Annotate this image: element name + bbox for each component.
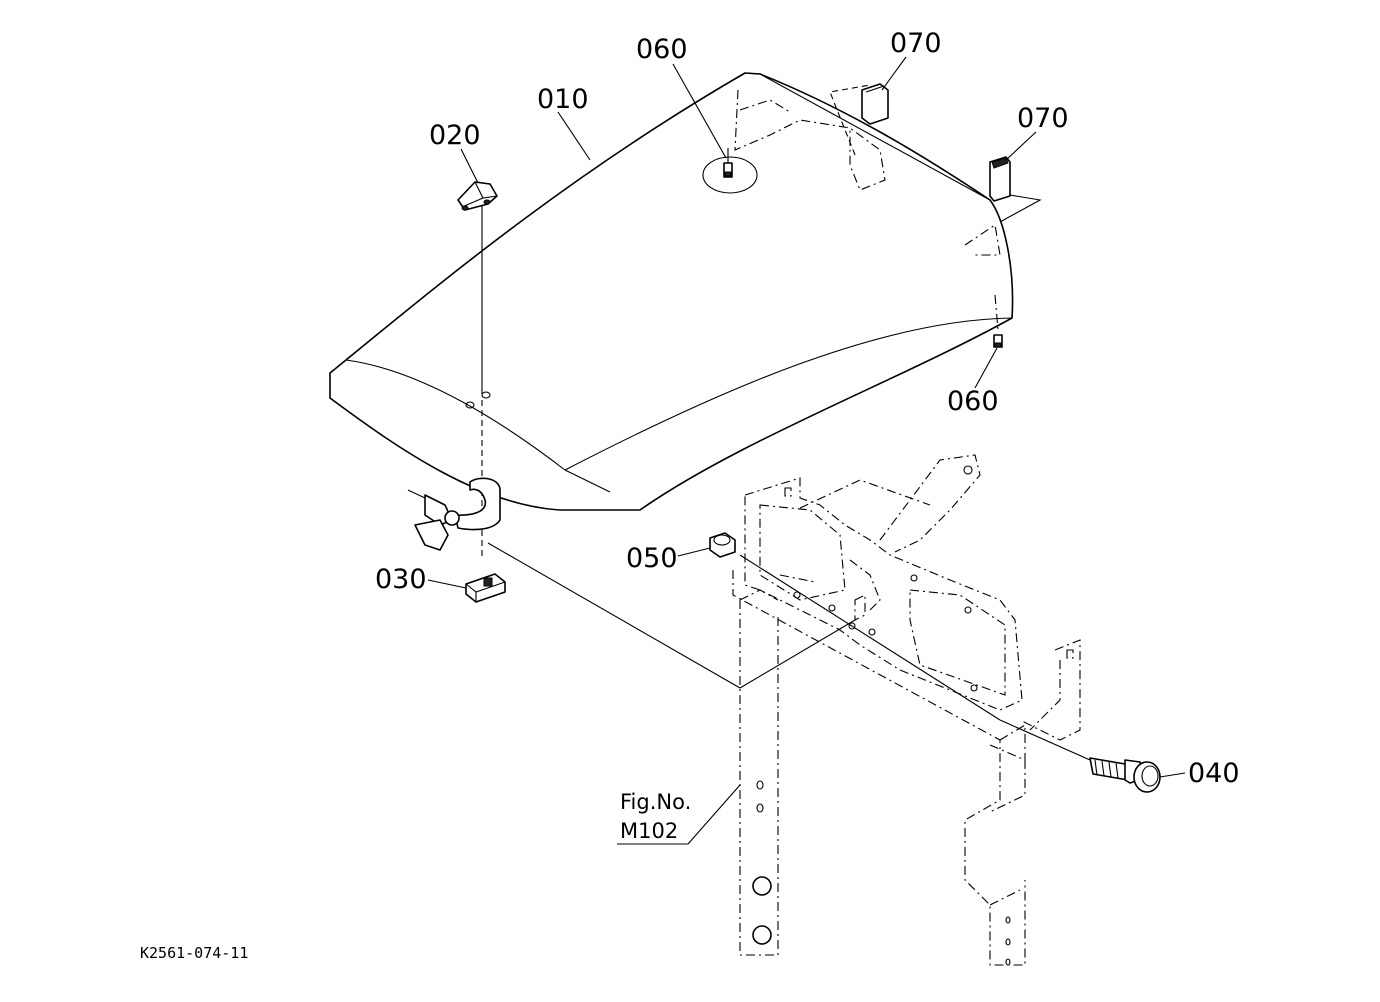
label-050: 050 xyxy=(626,543,678,574)
frame-bracket xyxy=(732,570,1026,966)
latch-handle xyxy=(407,477,501,551)
seal-070-top xyxy=(829,83,889,156)
grommet-060-right xyxy=(993,334,1003,348)
label-040: 040 xyxy=(1188,758,1240,789)
figure-reference-line2: M102 xyxy=(620,819,678,843)
label-010: 010 xyxy=(537,84,589,115)
clip-030 xyxy=(465,573,506,603)
label-020: 020 xyxy=(429,120,481,151)
nut-050 xyxy=(709,532,736,558)
panel-bracket xyxy=(744,454,1081,741)
bolt-040 xyxy=(1089,757,1161,793)
document-code: K2561-074-11 xyxy=(140,944,248,962)
label-030: 030 xyxy=(375,564,427,595)
figure-reference-line1: Fig.No. xyxy=(620,790,691,814)
grommet-060-center xyxy=(723,148,733,178)
seal-070-right xyxy=(989,156,1042,223)
label-070-right: 070 xyxy=(1017,103,1069,134)
label-070-top: 070 xyxy=(890,28,942,59)
catch-020 xyxy=(457,181,498,560)
callout-leaders xyxy=(427,56,1186,845)
label-060-right: 060 xyxy=(947,386,999,417)
assembly-lines xyxy=(487,542,1091,761)
hood-cover xyxy=(329,72,1014,511)
label-060-center: 060 xyxy=(636,34,688,65)
